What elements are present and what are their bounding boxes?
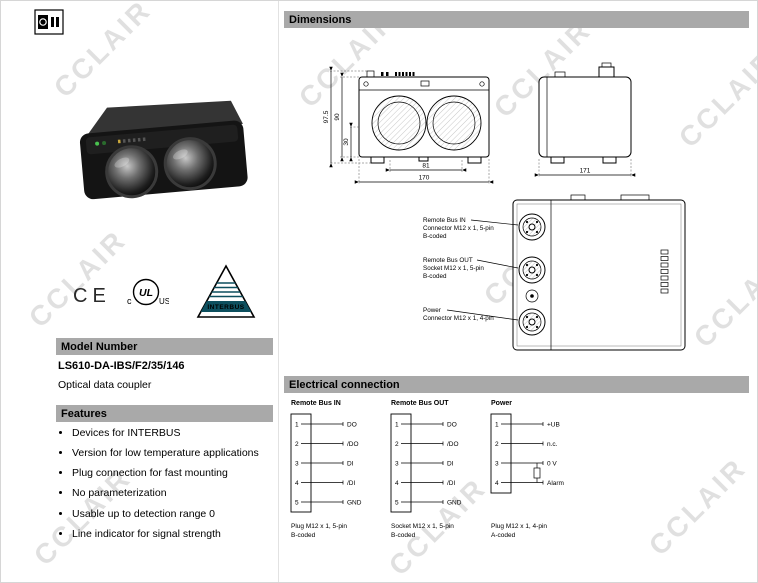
remote-bus-out-connector <box>518 256 546 284</box>
svg-text:1: 1 <box>495 421 499 428</box>
svg-text:Remote Bus IN: Remote Bus IN <box>423 217 466 224</box>
ul-mark-icon: UL c US <box>127 278 169 306</box>
model-number-value: LS610-DA-IBS/F2/35/146 <box>58 360 185 372</box>
pinout-caption: Plug M12 x 1, 4-pin A-coded <box>491 523 548 539</box>
svg-text:3: 3 <box>395 460 399 467</box>
svg-text:Connector M12 x 1, 4-pin: Connector M12 x 1, 4-pin <box>423 315 494 322</box>
svg-text:DO: DO <box>447 421 457 428</box>
svg-text:DI: DI <box>347 460 354 467</box>
svg-text:INTERBUS: INTERBUS <box>207 304 244 311</box>
pinout-remote-bus-in: Remote Bus IN 1 DO 2 /DO 3 DI 4 /DI 5 GN… <box>289 400 381 541</box>
remote-bus-in-connector <box>518 213 546 241</box>
product-photo <box>79 100 248 200</box>
connector-view-drawing: Remote Bus IN Connector M12 x 1, 5-pin B… <box>423 194 686 351</box>
pinout-remote-bus-out: Remote Bus OUT 1 DO 2 /DO 3 DI 4 /DI 5 G… <box>389 400 481 541</box>
svg-text:3: 3 <box>495 460 499 467</box>
svg-text:GND: GND <box>347 499 362 506</box>
power-connector <box>518 308 546 336</box>
electrical-connection-heading: Electrical connection <box>284 376 749 393</box>
watermark: CCLAIR <box>642 451 753 562</box>
feature-item: Line indicator for signal strength <box>72 528 280 541</box>
svg-text:170: 170 <box>419 175 430 182</box>
ce-mark: CE <box>73 285 111 307</box>
model-number-heading: Model Number <box>56 338 273 355</box>
features-heading-label: Features <box>61 407 107 420</box>
svg-text:/DO: /DO <box>447 441 459 448</box>
svg-text:UL: UL <box>139 287 153 299</box>
electrical-connection-heading-label: Electrical connection <box>289 378 400 391</box>
svg-text:B-coded: B-coded <box>423 273 447 280</box>
svg-text:1: 1 <box>295 421 299 428</box>
svg-text:3: 3 <box>295 460 299 467</box>
svg-text:4: 4 <box>295 480 299 487</box>
svg-text:GND: GND <box>447 499 462 506</box>
features-heading: Features <box>56 405 273 422</box>
svg-text:/DO: /DO <box>347 441 359 448</box>
features-list: Devices for INTERBUS Version for low tem… <box>58 427 280 548</box>
pinout-title: Remote Bus IN <box>291 400 341 407</box>
interbus-logo: INTERBUS <box>196 264 256 318</box>
watermark: CCLAIR <box>672 43 758 154</box>
svg-text:Power: Power <box>423 307 441 314</box>
svg-text:+UB: +UB <box>547 421 560 428</box>
side-view-drawing: 171 <box>534 62 636 177</box>
model-number-heading-label: Model Number <box>61 340 138 353</box>
model-description: Optical data coupler <box>58 379 152 391</box>
pinout-drawing: 1 DO 2 /DO 3 DI 4 /DI 5 GND <box>390 413 462 513</box>
svg-text:90: 90 <box>334 113 341 121</box>
svg-text:1: 1 <box>395 421 399 428</box>
svg-text:/DI: /DI <box>347 480 356 487</box>
svg-text:Remote Bus OUT: Remote Bus OUT <box>423 257 473 264</box>
feature-item: Devices for INTERBUS <box>72 427 280 440</box>
pinout-drawing: 1 DO 2 /DO 3 DI 4 /DI 5 GND <box>290 413 362 513</box>
feature-item: Version for low temperature applications <box>72 447 280 460</box>
power-label: Power Connector M12 x 1, 4-pin <box>423 307 519 322</box>
svg-text:2: 2 <box>395 441 399 448</box>
pinout-caption: Socket M12 x 1, 5-pin B-coded <box>391 523 454 539</box>
remote-bus-in-label: Remote Bus IN Connector M12 x 1, 5-pin B… <box>423 217 519 240</box>
svg-text:97.5: 97.5 <box>323 110 330 123</box>
column-divider <box>278 1 279 582</box>
svg-text:81: 81 <box>422 163 430 170</box>
svg-text:4: 4 <box>395 480 399 487</box>
svg-text:30: 30 <box>343 138 350 146</box>
dimensions-heading-label: Dimensions <box>289 13 352 26</box>
feature-item: No parameterization <box>72 487 280 500</box>
pinout-diagrams: Remote Bus IN 1 DO 2 /DO 3 DI 4 /DI 5 GN… <box>289 400 581 541</box>
svg-text:Alarm: Alarm <box>547 480 564 487</box>
svg-text:c: c <box>127 296 132 306</box>
remote-bus-out-label: Remote Bus OUT Socket M12 x 1, 5-pin B-c… <box>423 257 519 280</box>
feature-item: Usable up to detection range 0 <box>72 508 280 521</box>
svg-text:DI: DI <box>447 460 454 467</box>
data-coupler-icon <box>34 9 64 35</box>
pinout-power: Power 1 +UB 2 n.c. 3 0 V 4 Alarm Plug M1… <box>489 400 581 541</box>
pinout-caption: Plug M12 x 1, 5-pin B-coded <box>291 523 348 539</box>
dimensions-heading: Dimensions <box>284 11 749 28</box>
svg-text:2: 2 <box>495 441 499 448</box>
pinout-title: Remote Bus OUT <box>391 400 449 407</box>
svg-text:Connector M12 x 1, 5-pin: Connector M12 x 1, 5-pin <box>423 225 494 232</box>
feature-item: Plug connection for fast mounting <box>72 467 280 480</box>
pinout-drawing: 1 +UB 2 n.c. 3 0 V 4 Alarm <box>490 413 564 494</box>
svg-text:/DI: /DI <box>447 480 456 487</box>
svg-text:Socket M12 x 1, 5-pin: Socket M12 x 1, 5-pin <box>423 265 484 272</box>
watermark: CCLAIR <box>22 223 133 334</box>
svg-text:US: US <box>159 297 169 306</box>
svg-text:DO: DO <box>347 421 357 428</box>
svg-text:171: 171 <box>580 168 591 175</box>
svg-text:5: 5 <box>395 499 399 506</box>
front-view-drawing: 97.5 90 30 81 170 <box>323 66 494 184</box>
pinout-title: Power <box>491 400 513 407</box>
load-resistor-symbol <box>533 467 541 479</box>
svg-text:4: 4 <box>495 480 499 487</box>
signal-led-strip <box>660 249 669 294</box>
svg-text:B-coded: B-coded <box>423 233 447 240</box>
svg-text:n.c.: n.c. <box>547 441 558 448</box>
svg-text:2: 2 <box>295 441 299 448</box>
svg-text:0 V: 0 V <box>547 460 557 467</box>
svg-text:5: 5 <box>295 499 299 506</box>
